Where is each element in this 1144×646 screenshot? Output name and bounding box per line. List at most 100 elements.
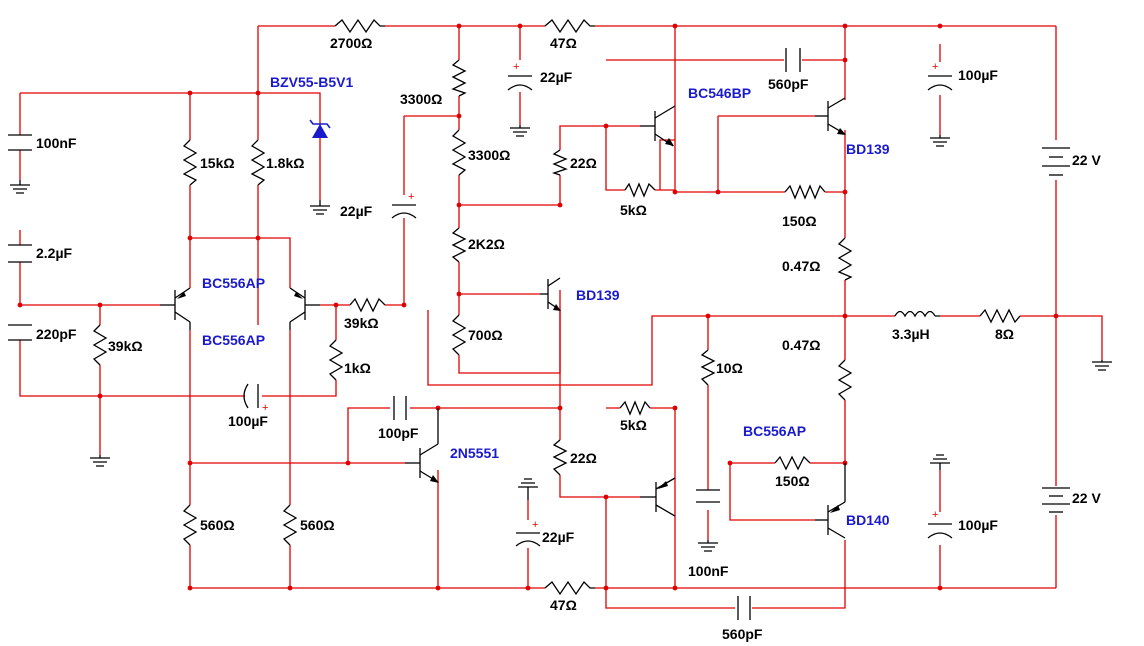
resistor-5k-a	[624, 182, 656, 198]
resistor-39k-in	[92, 324, 108, 366]
resistor-39k-fb	[349, 297, 386, 313]
battery-top	[1042, 147, 1070, 176]
resistor-5k-b	[619, 400, 651, 416]
capacitor-560pF-top	[785, 48, 801, 72]
label-q1: BC556AP	[202, 275, 265, 291]
svg-text:+: +	[932, 509, 938, 521]
capacitor-100pF	[393, 396, 407, 420]
resistor-3300-a	[451, 59, 467, 97]
label-r2k2: 2K2Ω	[468, 236, 505, 252]
resistor-22-b	[552, 439, 568, 476]
zener-diode	[309, 118, 331, 200]
label-bd140: BD140	[846, 512, 890, 528]
label-r2700: 2700Ω	[330, 35, 372, 51]
resistor-47-bot	[544, 580, 595, 596]
resistors	[92, 18, 1021, 596]
label-c100p: 100pF	[378, 425, 419, 441]
capacitor-22uF-top: +	[507, 61, 533, 91]
resistor-22-a	[551, 149, 568, 176]
svg-text:+: +	[513, 61, 519, 73]
capacitor-2u2	[8, 244, 32, 263]
capacitor-100nF-bottom	[696, 489, 720, 503]
capacitor-100uF-top-right: +	[927, 61, 953, 91]
label-r047-a: 0.47Ω	[782, 258, 820, 274]
label-bd139-b: BD139	[576, 287, 620, 303]
resistor-150-a	[784, 184, 826, 200]
label-c22-top: 22µF	[540, 69, 573, 85]
transistor-q1-bc556ap	[160, 287, 191, 330]
ground-symbol	[930, 135, 950, 147]
ground-symbol	[518, 478, 538, 500]
label-c220p: 220pF	[36, 326, 77, 342]
ground-symbol	[10, 180, 30, 194]
label-r560-b: 560Ω	[300, 517, 335, 533]
label-r1k: 1kΩ	[344, 360, 371, 376]
label-bc546: BC546BP	[688, 85, 751, 101]
resistor-10	[700, 349, 716, 386]
label-bzv: BZV55-B5V1	[270, 74, 353, 90]
capacitor-220pF	[8, 324, 32, 341]
svg-text:+: +	[262, 402, 268, 414]
label-v22-top: 22 V	[1072, 152, 1101, 168]
capacitor-100uF-bottom-right: +	[927, 509, 953, 539]
transistor-bd139-output	[815, 97, 846, 135]
junctions	[17, 23, 1059, 591]
label-c560-top: 560pF	[768, 76, 809, 92]
resistor-2700	[334, 18, 385, 34]
label-r3300-b: 3300Ω	[468, 147, 510, 163]
label-r15k: 15kΩ	[200, 155, 235, 171]
svg-text:+: +	[532, 519, 538, 531]
battery-bottom	[1042, 487, 1070, 513]
label-r150-a: 150Ω	[782, 213, 817, 229]
svg-text:+: +	[408, 191, 414, 203]
label-r047-b: 0.47Ω	[782, 337, 820, 353]
label-v22-bot: 22 V	[1072, 490, 1101, 506]
transistor-bc556ap-lower	[640, 477, 676, 517]
resistor-2k2	[451, 227, 467, 263]
capacitors: + + + + + +	[8, 48, 953, 620]
resistor-8	[979, 308, 1021, 324]
inductor-3u3	[894, 310, 940, 318]
label-c22-bot: 22µF	[542, 529, 575, 545]
label-r39k-fb: 39kΩ	[344, 315, 379, 331]
label-r560-a: 560Ω	[200, 517, 235, 533]
resistor-3300-b	[451, 129, 467, 176]
label-r5k-b: 5kΩ	[620, 417, 647, 433]
resistor-047-b	[837, 359, 853, 401]
resistor-700	[451, 314, 467, 356]
resistor-1k	[328, 339, 344, 381]
capacitor-100uF-feedback: +	[243, 383, 268, 414]
label-c100-top-right: 100µF	[958, 67, 998, 83]
capacitor-100nF-left	[8, 134, 32, 151]
label-c100-bot-right: 100µF	[958, 517, 998, 533]
resistor-560-a	[182, 504, 198, 546]
label-bc556-c: BC556AP	[743, 423, 806, 439]
label-r22-a: 22Ω	[570, 155, 597, 171]
label-r22-b: 22Ω	[570, 450, 597, 466]
label-inductor: 3.3µH	[892, 326, 930, 342]
label-c100n-left: 100nF	[36, 135, 77, 151]
ground-symbol	[930, 454, 950, 470]
ground-symbol	[90, 455, 110, 467]
label-r47-top: 47Ω	[550, 35, 577, 51]
label-r150-b: 150Ω	[775, 473, 810, 489]
resistor-47-top	[544, 18, 595, 34]
resistor-1k8	[250, 139, 266, 186]
label-r700: 700Ω	[468, 327, 503, 343]
label-r39k-in: 39kΩ	[108, 338, 143, 354]
resistor-15k	[182, 139, 198, 186]
resistor-560-b	[282, 504, 298, 546]
label-r5k-a: 5kΩ	[620, 202, 647, 218]
resistor-047-a	[837, 237, 853, 281]
label-bd139-a: BD139	[846, 141, 890, 157]
grounds	[10, 125, 1112, 552]
transistor-q2-bc556ap	[289, 287, 320, 330]
capacitor-22uF-bottom: +	[515, 519, 541, 547]
transistor-bd139-vbe	[540, 277, 561, 311]
label-r3300-a: 3300Ω	[400, 91, 442, 107]
ground-symbol	[310, 200, 330, 215]
resistor-150-b	[774, 455, 811, 471]
transistor-2n5551	[405, 408, 439, 483]
label-c2u2: 2.2µF	[36, 245, 73, 261]
